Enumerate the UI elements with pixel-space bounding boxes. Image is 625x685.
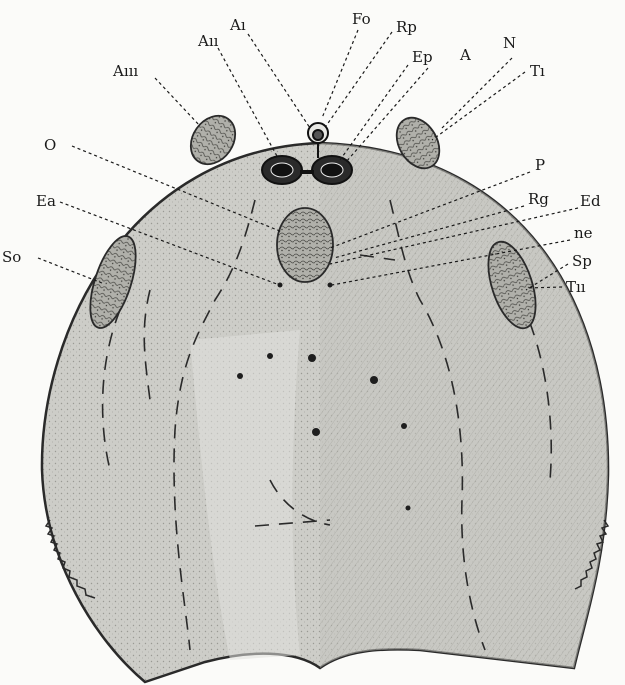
label-n: N — [503, 34, 516, 52]
label-t2: Tıı — [566, 278, 586, 296]
label-a: A — [459, 46, 471, 64]
label-a3: Aııı — [112, 62, 138, 80]
label-ep: Ep — [412, 48, 433, 66]
label-a2: Aıı — [197, 32, 219, 50]
label-a1: Aı — [229, 16, 246, 34]
label-sp: Sp — [572, 252, 592, 270]
label-p: P — [535, 156, 545, 174]
label-ea: Ea — [36, 192, 56, 210]
label-fo: Fo — [352, 10, 371, 28]
label-so: So — [2, 248, 21, 266]
organ-rg — [277, 208, 333, 282]
label-o: O — [44, 136, 56, 154]
label-t1: Tı — [530, 62, 545, 80]
label-ed: Ed — [580, 192, 601, 210]
label-rp: Rp — [396, 18, 417, 36]
label-rg: Rg — [528, 190, 549, 208]
label-ne: ne — [574, 224, 593, 242]
